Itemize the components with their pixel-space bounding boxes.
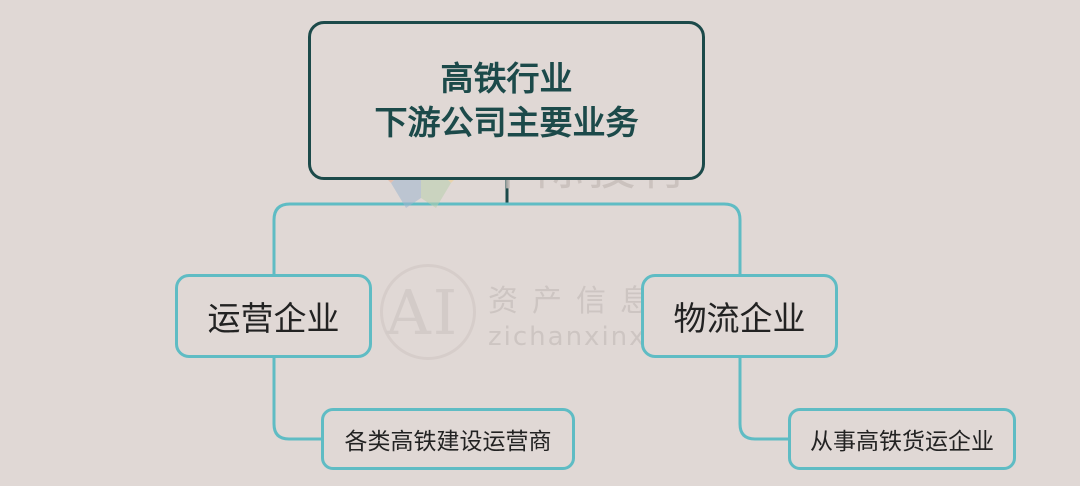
leaf-label: 从事高铁货运企业 [810, 429, 994, 455]
root-title-line2: 下游公司主要业务 [374, 102, 639, 142]
connector-to-right [507, 202, 742, 274]
root-node: 高铁行业 下游公司主要业务 [308, 21, 705, 180]
connector-to-left [272, 202, 507, 274]
leaf-node-logistics-detail: 从事高铁货运企业 [788, 408, 1016, 470]
branch-node-operations: 运营企业 [175, 274, 372, 358]
branch-label: 运营企业 [207, 299, 340, 338]
connector-left-leaf [272, 358, 321, 441]
branch-label: 物流企业 [673, 299, 806, 338]
leaf-label: 各类高铁建设运营商 [344, 429, 552, 455]
leaf-node-operations-detail: 各类高铁建设运营商 [321, 408, 575, 470]
branch-node-logistics: 物流企业 [641, 274, 838, 358]
connector-right-leaf [738, 358, 788, 441]
root-title-line1: 高铁行业 [440, 58, 573, 98]
